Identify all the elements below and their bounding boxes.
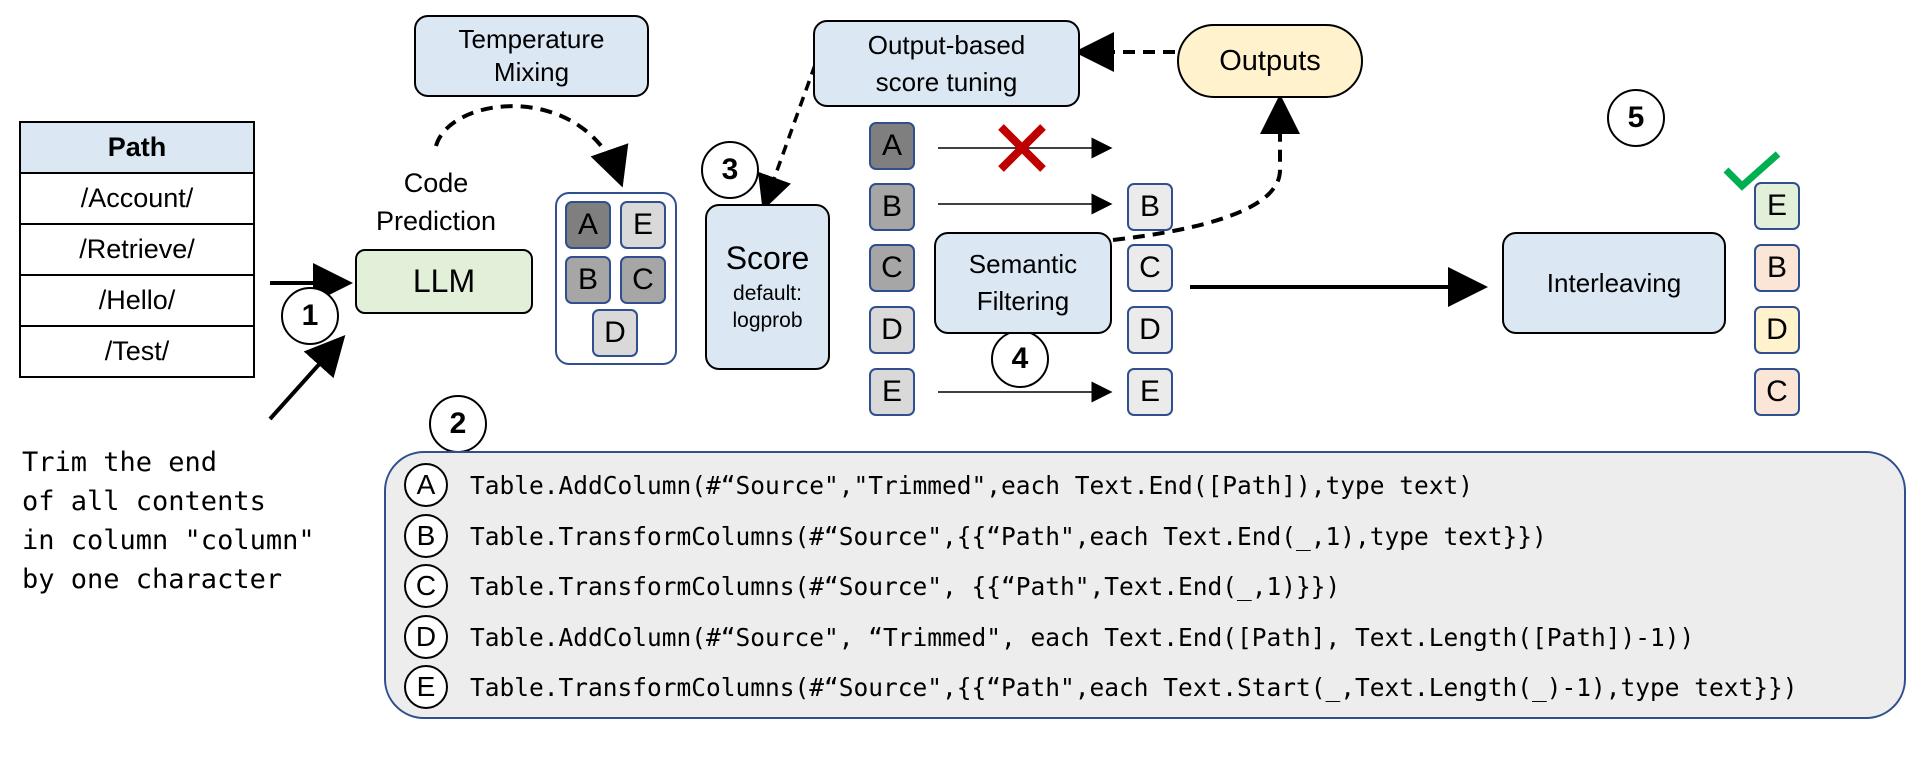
filtered-candidate-tile: C xyxy=(1127,244,1173,292)
program-code: Table.TransformColumns(#“Source", {{“Pat… xyxy=(470,571,1341,601)
program-letter: C xyxy=(404,564,448,608)
scored-candidate-tile: E xyxy=(869,368,915,416)
semantic-filtering-line: Filtering xyxy=(976,286,1070,316)
table-row: /Account/ xyxy=(19,172,255,225)
pool-candidate-tile: B xyxy=(565,256,611,304)
program-row: D Table.AddColumn(#“Source", “Trimmed", … xyxy=(404,615,1694,659)
table-cell: /Retrieve/ xyxy=(19,223,255,276)
program-code: Table.TransformColumns(#“Source",{{“Path… xyxy=(470,672,1798,702)
program-letter: E xyxy=(404,665,448,709)
temperature-mixing-box: Temperature Mixing xyxy=(414,15,649,97)
filtered-candidate-tile: D xyxy=(1127,306,1173,354)
table-cell: /Test/ xyxy=(19,325,255,378)
pool-candidate-tile: C xyxy=(620,256,666,304)
query-line: by one character xyxy=(22,564,283,595)
program-row: E Table.TransformColumns(#“Source",{{“Pa… xyxy=(404,665,1798,709)
arrow-filter-to-outputs xyxy=(1112,94,1300,242)
score-box: Score default: logprob xyxy=(705,204,830,370)
step-1-badge: 1 xyxy=(281,287,339,345)
code-prediction-line: Code xyxy=(403,168,469,198)
code-prediction-line: Prediction xyxy=(375,206,497,236)
semantic-filtering-box: Semantic Filtering xyxy=(934,232,1112,334)
temperature-mixing-line: Temperature xyxy=(458,24,605,54)
llm-box: LLM xyxy=(355,249,533,314)
program-letter: A xyxy=(404,463,448,507)
check-mark-icon xyxy=(1723,151,1781,191)
pool-candidate-tile: D xyxy=(592,309,638,357)
scored-candidate-tile: C xyxy=(869,244,915,292)
outputs-box: Outputs xyxy=(1177,24,1363,98)
natural-language-query: Trim the end of all contents in column "co… xyxy=(22,443,315,599)
ranked-candidate-tile: B xyxy=(1754,244,1800,292)
cross-mark-icon xyxy=(998,124,1046,172)
scored-candidate-tile: A xyxy=(869,122,915,170)
program-code: Table.AddColumn(#“Source","Trimmed",each… xyxy=(470,470,1474,500)
program-row: A Table.AddColumn(#“Source","Trimmed",ea… xyxy=(404,463,1473,507)
temperature-mixing-line: Mixing xyxy=(493,57,570,87)
program-letter: B xyxy=(404,514,448,558)
arrow-temperature-mixing xyxy=(434,104,629,188)
pool-candidate-tile: E xyxy=(620,201,666,249)
query-line: Trim the end xyxy=(22,447,218,478)
table-header: Path xyxy=(19,121,255,174)
input-table: Path /Account/ /Retrieve/ /Hello/ /Test/ xyxy=(19,121,255,378)
output-tuning-box: Output-based score tuning xyxy=(813,20,1080,107)
step-5-badge: 5 xyxy=(1607,89,1665,147)
step-4-badge: 4 xyxy=(991,330,1049,388)
pool-candidate-tile: A xyxy=(565,201,611,249)
semantic-filtering-line: Semantic xyxy=(968,249,1078,279)
output-tuning-line: score tuning xyxy=(875,66,1018,97)
scored-candidate-tile: D xyxy=(869,306,915,354)
query-line: in column "column" xyxy=(22,525,315,556)
arrow-tuning-to-score xyxy=(758,64,817,211)
program-letter: D xyxy=(404,615,448,659)
interleaving-box: Interleaving xyxy=(1502,232,1726,334)
step-2-badge: 2 xyxy=(429,395,487,453)
code-prediction-label: Code Prediction xyxy=(356,164,516,240)
filtered-candidate-tile: E xyxy=(1127,368,1173,416)
query-line: of all contents xyxy=(22,486,266,517)
score-title: Score xyxy=(725,240,810,276)
ranked-candidate-tile: C xyxy=(1754,368,1800,416)
ranked-candidate-tile: E xyxy=(1754,182,1800,230)
candidate-programs-panel: A Table.AddColumn(#“Source","Trimmed",ea… xyxy=(384,451,1906,719)
table-row: /Test/ xyxy=(19,325,255,378)
program-row: C Table.TransformColumns(#“Source", {{“P… xyxy=(404,564,1340,608)
score-subtitle-line: default: xyxy=(733,282,802,305)
arrow-query-to-llm xyxy=(268,335,346,421)
program-code: Table.TransformColumns(#“Source",{{“Path… xyxy=(470,521,1547,551)
score-subtitle-line: logprob xyxy=(732,309,803,332)
table-cell: /Account/ xyxy=(19,172,255,225)
filtered-candidate-tile: B xyxy=(1127,183,1173,231)
table-row: /Retrieve/ xyxy=(19,223,255,276)
table-row: /Hello/ xyxy=(19,274,255,327)
program-row: B Table.TransformColumns(#“Source",{{“Pa… xyxy=(404,514,1547,558)
table-cell: /Hello/ xyxy=(19,274,255,327)
step-3-badge: 3 xyxy=(701,141,759,199)
ranked-candidate-tile: D xyxy=(1754,306,1800,354)
scored-candidate-tile: B xyxy=(869,183,915,231)
output-tuning-line: Output-based xyxy=(867,29,1026,60)
program-code: Table.AddColumn(#“Source", “Trimmed", ea… xyxy=(470,622,1695,652)
